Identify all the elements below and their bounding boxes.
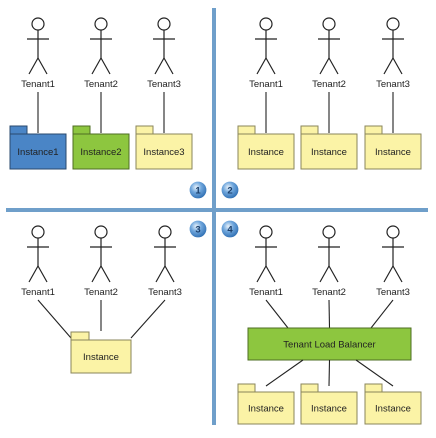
connector-line bbox=[328, 299, 331, 329]
instance-label: Instance bbox=[311, 147, 347, 158]
actor-head bbox=[158, 225, 172, 239]
tenant-actor: Tenant2 bbox=[312, 17, 346, 90]
badge-number: 1 bbox=[195, 186, 201, 197]
instance-package: Instance bbox=[364, 383, 422, 425]
tenant-actor: Tenant2 bbox=[84, 17, 118, 90]
tenant-label: Tenant2 bbox=[84, 79, 118, 90]
tenant-actor: Tenant1 bbox=[249, 225, 283, 298]
instance-label: Instance bbox=[83, 352, 119, 363]
instance-label: Instance2 bbox=[80, 147, 121, 158]
instance-package: Instance bbox=[237, 125, 295, 170]
tenant-label: Tenant1 bbox=[249, 79, 283, 90]
instance-package: Instance bbox=[70, 331, 132, 374]
tenant-label: Tenant3 bbox=[148, 287, 182, 298]
actor-head bbox=[94, 225, 108, 239]
actor-head bbox=[31, 17, 45, 31]
instance-package: Instance bbox=[300, 125, 358, 170]
instance-label: Instance3 bbox=[143, 147, 184, 158]
tenant-actor: Tenant1 bbox=[249, 17, 283, 90]
instance-package: Instance bbox=[237, 383, 295, 425]
tenant-actor: Tenant1 bbox=[21, 225, 55, 298]
connector-line bbox=[265, 359, 304, 387]
connector-line bbox=[370, 299, 394, 329]
tenant-label: Tenant2 bbox=[312, 79, 346, 90]
instance-label: Instance bbox=[375, 147, 411, 158]
tenant-label: Tenant3 bbox=[376, 79, 410, 90]
instance-package: Instance bbox=[364, 125, 422, 170]
actor-head bbox=[259, 17, 273, 31]
actor-head bbox=[386, 17, 400, 31]
tenant-actor: Tenant3 bbox=[376, 17, 410, 90]
instance-package: Instance2 bbox=[72, 125, 130, 170]
instance-package: Instance3 bbox=[135, 125, 193, 170]
tenant-actor: Tenant1 bbox=[21, 17, 55, 90]
actor-head bbox=[157, 17, 171, 31]
tenant-label: Tenant1 bbox=[21, 287, 55, 298]
actor-head bbox=[386, 225, 400, 239]
tenant-label: Tenant2 bbox=[312, 287, 346, 298]
tenant-actor: Tenant3 bbox=[147, 17, 181, 90]
tenant-load-balancer: Tenant Load Balancer bbox=[247, 327, 412, 361]
quadrant-badge-3: 3 bbox=[188, 219, 208, 239]
quadrant-badge-1: 1 bbox=[188, 180, 208, 200]
instance-label: Instance bbox=[311, 404, 347, 415]
connector-line bbox=[37, 299, 72, 339]
tenant-label: Tenant3 bbox=[376, 287, 410, 298]
instance-package: Instance bbox=[300, 383, 358, 425]
instance-label: Instance bbox=[248, 404, 284, 415]
tenant-actor: Tenant2 bbox=[84, 225, 118, 298]
actor-head bbox=[322, 225, 336, 239]
tenant-label: Tenant1 bbox=[249, 287, 283, 298]
tenant-actor: Tenant3 bbox=[376, 225, 410, 298]
instance-package: Instance1 bbox=[9, 125, 67, 170]
tenant-label: Tenant2 bbox=[84, 287, 118, 298]
actor-head bbox=[94, 17, 108, 31]
badge-number: 3 bbox=[195, 225, 200, 236]
instance-label: Instance bbox=[248, 147, 284, 158]
badge-number: 2 bbox=[227, 186, 232, 197]
actor-head bbox=[31, 225, 45, 239]
tenant-actor: Tenant3 bbox=[148, 225, 182, 298]
quadrant-badge-4: 4 bbox=[220, 219, 240, 239]
connector-line bbox=[355, 359, 394, 387]
quadrant-badges: 1 2 3 4 bbox=[188, 180, 240, 239]
actor-head bbox=[259, 225, 273, 239]
load-balancer-label: Tenant Load Balancer bbox=[283, 340, 375, 351]
badge-number: 4 bbox=[227, 225, 233, 236]
tenant-actor: Tenant2 bbox=[312, 225, 346, 298]
actor-head bbox=[322, 17, 336, 31]
instance-label: Instance1 bbox=[17, 147, 58, 158]
connector-line bbox=[328, 359, 331, 387]
connector-line bbox=[130, 299, 166, 339]
tenant-label: Tenant3 bbox=[147, 79, 181, 90]
connector-line bbox=[265, 299, 289, 329]
tenant-label: Tenant1 bbox=[21, 79, 55, 90]
quadrant-badge-2: 2 bbox=[220, 180, 240, 200]
instance-label: Instance bbox=[375, 404, 411, 415]
